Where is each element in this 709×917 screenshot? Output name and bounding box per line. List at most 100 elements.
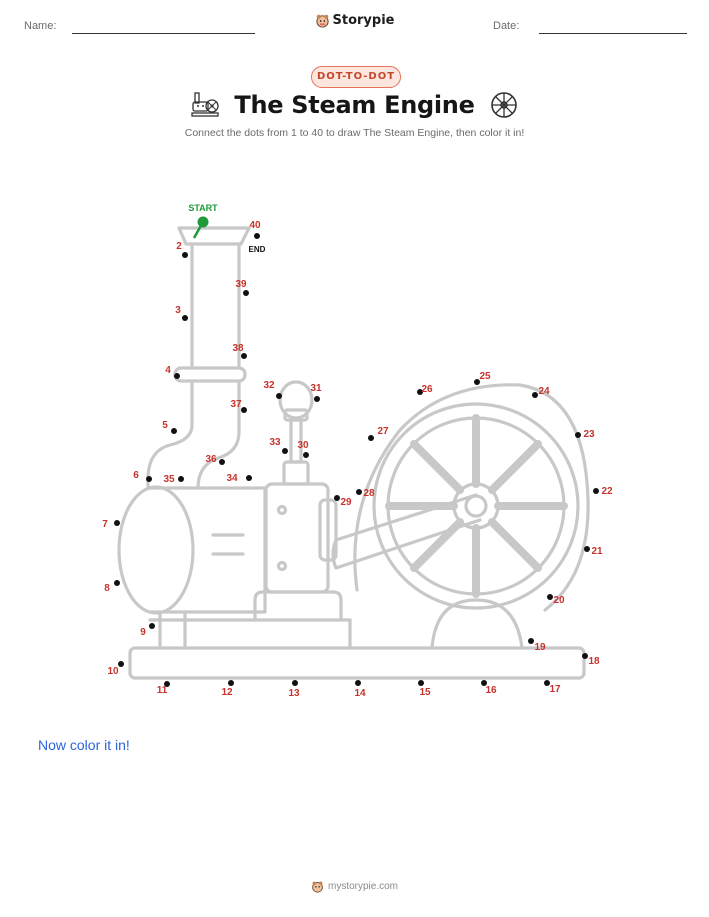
dot-32	[276, 393, 282, 399]
dot-label-20: 20	[553, 595, 565, 606]
dot-6	[146, 476, 152, 482]
dot-22	[593, 488, 599, 494]
dot-label-32: 32	[263, 380, 275, 391]
dot-label-16: 16	[485, 685, 497, 696]
dot-37	[241, 407, 247, 413]
steam-engine-outline	[117, 226, 590, 680]
dot-label-15: 15	[419, 687, 431, 698]
dot-40	[254, 233, 260, 239]
page-title: The Steam Engine	[234, 91, 475, 119]
dot-label-33: 33	[269, 437, 281, 448]
name-label: Name:	[24, 20, 57, 32]
dot-14	[355, 680, 361, 686]
dot-label-9: 9	[140, 627, 146, 638]
dot-label-34: 34	[226, 473, 238, 484]
dot-13	[292, 680, 298, 686]
dot-label-3: 3	[175, 305, 181, 316]
dot-36	[219, 459, 225, 465]
dot-label-2: 2	[176, 241, 182, 252]
dot-label-6: 6	[133, 470, 139, 481]
wheel-icon	[490, 92, 517, 118]
dot-28	[356, 489, 362, 495]
dot-label-4: 4	[165, 365, 171, 376]
dot-5	[171, 428, 177, 434]
dot-17	[544, 680, 550, 686]
name-line	[72, 33, 255, 34]
dot-12	[228, 680, 234, 686]
dot-18	[582, 653, 588, 659]
dot-label-35: 35	[163, 474, 175, 485]
dot-label-12: 12	[221, 687, 233, 698]
end-label: END	[249, 245, 266, 254]
color-it-in-note: Now color it in!	[38, 737, 130, 753]
dot-label-14: 14	[354, 688, 366, 699]
storypie-logo-icon	[315, 14, 329, 28]
dot-label-40: 40	[249, 220, 261, 231]
dot-label-30: 30	[297, 440, 309, 451]
dot-label-25: 25	[479, 371, 491, 382]
dot-19	[528, 638, 534, 644]
dot-label-37: 37	[230, 399, 242, 410]
dot-label-38: 38	[232, 343, 244, 354]
dot-25	[474, 379, 480, 385]
dot-10	[118, 661, 124, 667]
dot-label-18: 18	[588, 656, 600, 667]
dot-21	[584, 546, 590, 552]
dot-label-39: 39	[235, 279, 247, 290]
dot-16	[481, 680, 487, 686]
dot-label-5: 5	[162, 420, 168, 431]
footer-logo-icon	[312, 881, 323, 893]
dot-11	[164, 681, 170, 687]
dot-1	[197, 216, 209, 228]
dot-label-7: 7	[102, 519, 108, 530]
dot-7	[114, 520, 120, 526]
dot-label-19: 19	[534, 642, 546, 653]
dot-34	[246, 475, 252, 481]
dot-23	[575, 432, 581, 438]
dot-label-28: 28	[363, 488, 375, 499]
dot-9	[149, 623, 155, 629]
dot-8	[114, 580, 120, 586]
dot-4	[174, 373, 180, 379]
dot-27	[368, 435, 374, 441]
dot-label-11: 11	[157, 685, 168, 696]
dot-label-27: 27	[377, 426, 389, 437]
dot-label-26: 26	[421, 384, 433, 395]
dot-35	[178, 476, 184, 482]
steam-engine-icon	[191, 92, 220, 117]
title-row: The Steam Engine	[0, 90, 709, 126]
dot-label-8: 8	[104, 583, 110, 594]
dot-24	[532, 392, 538, 398]
dot-2	[182, 252, 188, 258]
footer: mystorypie.com	[0, 880, 709, 898]
brand-header: Storypie	[0, 13, 709, 33]
dot-label-13: 13	[288, 688, 300, 699]
date-label: Date:	[493, 20, 520, 32]
dot-30	[303, 452, 309, 458]
dot-38	[241, 353, 247, 359]
dot-15	[418, 680, 424, 686]
dot-label-22: 22	[601, 486, 613, 497]
dot-label-10: 10	[107, 666, 119, 677]
dot-label-31: 31	[310, 383, 322, 394]
date-line	[539, 33, 687, 34]
instructions: Connect the dots from 1 to 40 to draw Th…	[184, 127, 525, 139]
dot-31	[314, 396, 320, 402]
dot-39	[243, 290, 249, 296]
dot-label-29: 29	[340, 497, 352, 508]
dot-label-21: 21	[591, 546, 603, 557]
dot-label-24: 24	[538, 386, 550, 397]
start-label: START	[188, 203, 218, 213]
dot-3	[182, 315, 188, 321]
dot-label-23: 23	[583, 429, 595, 440]
dot-33	[282, 448, 288, 454]
brand-name: Storypie	[332, 13, 395, 28]
dot-26	[417, 389, 423, 395]
footer-url: mystorypie.com	[327, 881, 398, 892]
dot-label-17: 17	[549, 684, 561, 695]
dot-to-dot-badge: DOT-TO-DOT	[311, 66, 401, 88]
dot-label-36: 36	[205, 454, 217, 465]
dot-20	[547, 594, 553, 600]
dot-29	[334, 495, 340, 501]
